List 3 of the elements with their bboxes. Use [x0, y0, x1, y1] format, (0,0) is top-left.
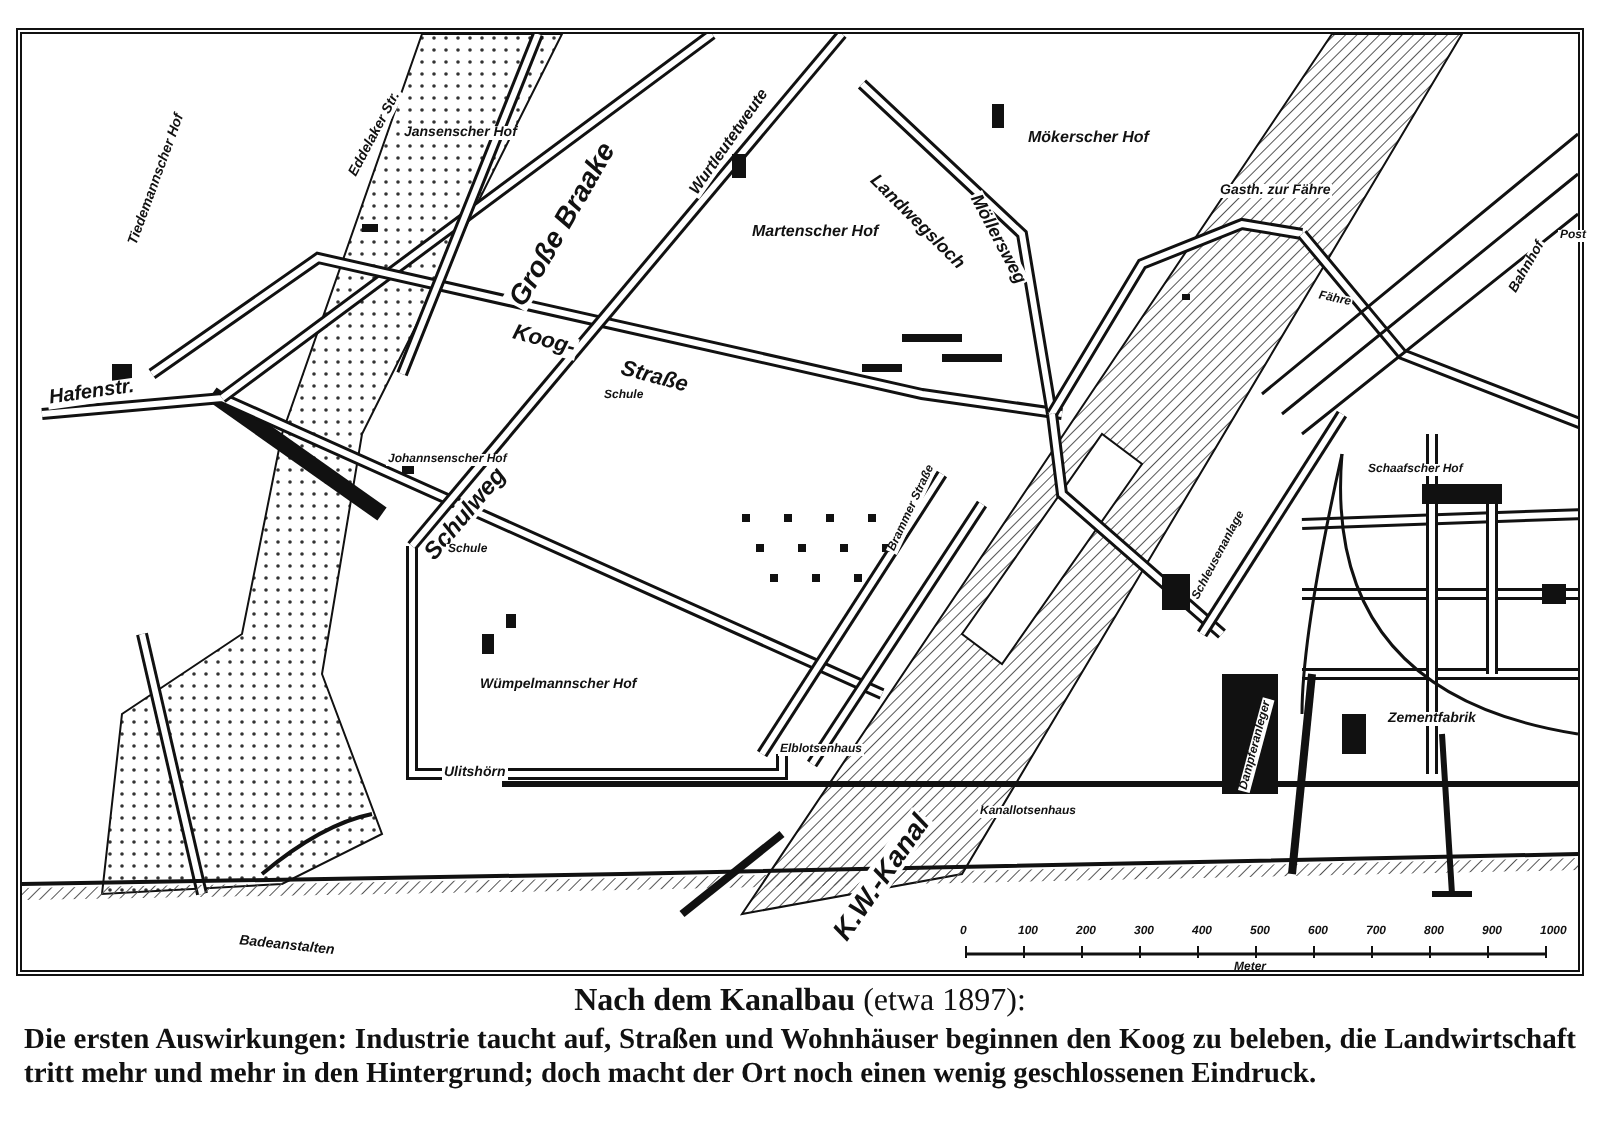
caption: Die ersten Auswirkungen: Industrie taucht auf, Straßen und Wohnhäuser beginnen den Koog zu beleben, die Landwirtschaft tritt mehr und mehr in den Hintergrund; doch macht der Ort noch einen wenig geschlossenen Eindruck. [24, 1024, 1576, 1094]
title: Nach dem Kanalbau (etwa 1897): [572, 984, 1028, 1020]
place-label: Mökerscher Hof [1026, 130, 1151, 146]
